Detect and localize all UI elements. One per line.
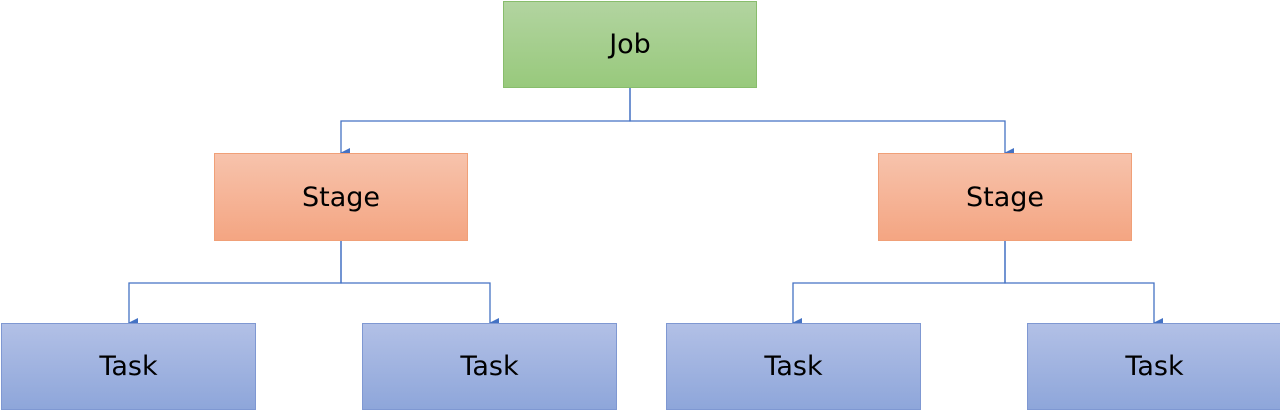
job-node: Job: [503, 1, 757, 88]
task-label: Task: [1125, 351, 1184, 382]
stage-label: Stage: [965, 181, 1045, 213]
stage-node-right: Stage: [878, 153, 1132, 241]
task-node-4: Task: [1027, 323, 1280, 410]
task-label: Task: [764, 351, 823, 382]
connector-stage-right-to-task-3: [792, 241, 1006, 328]
task-node-1: Task: [1, 323, 256, 410]
task-label: Task: [99, 351, 158, 382]
stage-label: Stage: [301, 181, 381, 213]
connector-stage-right-to-task-4: [1004, 241, 1163, 328]
connector-job-to-stage-left: [340, 88, 631, 158]
connector-stage-left-to-task-2: [340, 241, 499, 328]
connector-job-to-stage-right: [629, 88, 1014, 158]
task-node-2: Task: [362, 323, 617, 410]
task-label: Task: [460, 351, 519, 382]
connector-stage-left-to-task-1: [128, 241, 342, 328]
job-label: Job: [609, 29, 651, 60]
stage-node-left: Stage: [214, 153, 468, 241]
task-node-3: Task: [666, 323, 921, 410]
